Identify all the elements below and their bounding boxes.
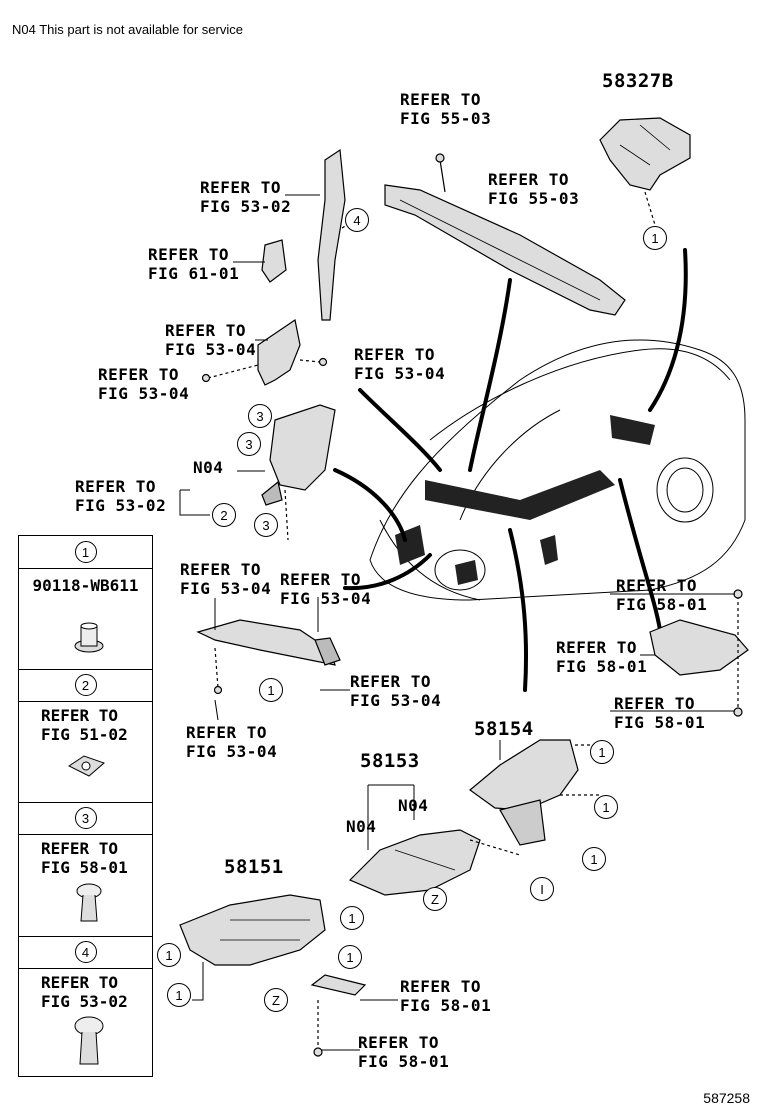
legend-header-1: 1 (19, 536, 152, 568)
callout-1-d: 1 (594, 795, 618, 819)
ref-fig-58-01-e: REFER TO FIG 58-01 (358, 1033, 450, 1071)
callout-1-f: 1 (340, 906, 364, 930)
callout-3-a: 3 (248, 404, 272, 428)
part-58154-shape (469, 739, 605, 846)
callout-Z-b: Z (264, 988, 288, 1012)
small-clip-part (261, 239, 287, 283)
legend-key-2: 2 (74, 674, 97, 696)
legend-header-4: 4 (19, 936, 152, 968)
callout-1-h: 1 (157, 943, 181, 967)
callout-3-c: 3 (254, 513, 278, 537)
label-leaders (179, 194, 735, 1051)
ref-fig-53-04-f: REFER TO FIG 53-04 (350, 672, 442, 710)
fender-bracket-part (201, 318, 328, 386)
ref-fig-53-04-g: REFER TO FIG 53-04 (186, 723, 278, 761)
ref-fig-55-03-a: REFER TO FIG 55-03 (400, 90, 492, 128)
clip-icon-1 (74, 622, 104, 653)
leader-curves (333, 248, 688, 692)
ref-fig-53-04-e: REFER TO FIG 53-04 (280, 570, 372, 608)
fastener-legend: 1 90118-WB611 2 REFER TO FIG 51-02 3 REF… (18, 535, 153, 1077)
rear-cover-part (649, 589, 749, 717)
ref-fig-53-02-b: REFER TO FIG 53-02 (75, 477, 167, 515)
car-outline (369, 339, 746, 601)
ref-fig-61-01: REFER TO FIG 61-01 (148, 245, 240, 283)
part-number-58153: 58153 (360, 750, 420, 772)
legend-header-2: 2 (19, 669, 152, 701)
callout-Z-a: Z (423, 887, 447, 911)
legend-key-3: 3 (74, 807, 97, 829)
legend-header-3: 3 (19, 802, 152, 834)
under-car-parts (395, 415, 655, 585)
small-plate-part (310, 974, 367, 1057)
callout-1-a: 1 (643, 226, 667, 250)
legend-text-3: REFER TO FIG 58-01 (41, 839, 128, 877)
n04-label-c: N04 (346, 817, 377, 836)
nut-icon-2 (68, 755, 105, 777)
legend-part-1: 90118-WB611 (32, 576, 139, 595)
legend-key-1: 1 (74, 541, 97, 563)
part-58153-shape (348, 829, 521, 896)
ref-fig-53-04-c: REFER TO FIG 53-04 (98, 365, 190, 403)
fender-liner-front-part (261, 404, 336, 541)
legend-key-4: 4 (74, 941, 97, 963)
ref-fig-58-01-d: REFER TO FIG 58-01 (400, 977, 492, 1015)
ref-fig-58-01-c: REFER TO FIG 58-01 (614, 694, 706, 732)
callout-2-a: 2 (212, 503, 236, 527)
part-number-58151: 58151 (224, 856, 284, 878)
side-shield-part (196, 619, 341, 695)
part-number-58154: 58154 (474, 718, 534, 740)
ref-fig-53-02-a: REFER TO FIG 53-02 (200, 178, 292, 216)
legend-text-4: REFER TO FIG 53-02 (41, 973, 128, 1011)
ref-fig-53-04-b: REFER TO FIG 53-04 (354, 345, 446, 383)
n04-label-b: N04 (398, 796, 429, 815)
n04-label-a: N04 (193, 458, 224, 477)
ref-fig-53-04-d: REFER TO FIG 53-04 (180, 560, 272, 598)
ref-fig-58-01-b: REFER TO FIG 58-01 (556, 638, 648, 676)
part-58327B-shape (599, 117, 691, 226)
service-note: N04 This part is not available for servi… (12, 22, 243, 37)
figure-id: 587258 (703, 1090, 750, 1106)
hinge-bracket-part (317, 148, 356, 321)
callout-I-a: I (530, 877, 554, 901)
push-clip-icon-4 (74, 1016, 104, 1065)
callout-1-e: 1 (582, 847, 606, 871)
callout-1-c: 1 (590, 740, 614, 764)
ref-fig-58-01-a: REFER TO FIG 58-01 (616, 576, 708, 614)
callout-1-b: 1 (259, 678, 283, 702)
part-58151-shape (179, 894, 326, 966)
ref-fig-55-03-b: REFER TO FIG 55-03 (488, 170, 580, 208)
radiator-support-part (384, 153, 626, 316)
callout-3-b: 3 (237, 432, 261, 456)
part-number-58327B: 58327B (602, 70, 674, 92)
callout-4-a: 4 (345, 208, 369, 232)
callout-1-i: 1 (167, 983, 191, 1007)
legend-text-2: REFER TO FIG 51-02 (41, 706, 128, 744)
push-clip-icon-3 (76, 883, 102, 922)
ref-fig-53-04-a: REFER TO FIG 53-04 (165, 321, 257, 359)
callout-1-g: 1 (338, 945, 362, 969)
